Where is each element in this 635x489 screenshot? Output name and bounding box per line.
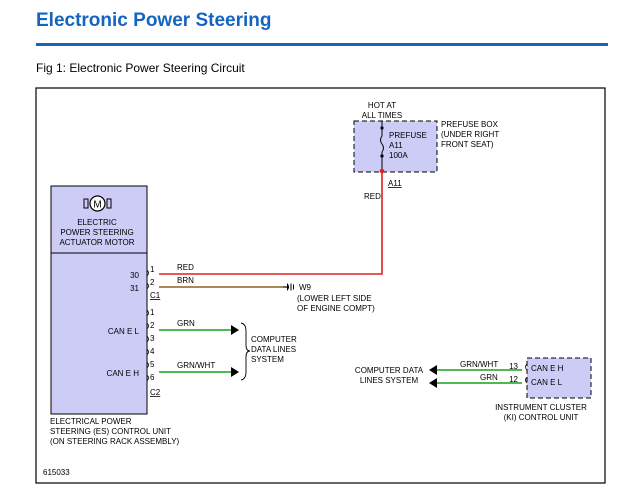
c1-connector-label: C1 xyxy=(150,291,161,300)
c2-pin-4: 4 xyxy=(150,347,155,356)
fuse-icon xyxy=(380,121,384,171)
c1-pin-1: 1 xyxy=(150,265,155,274)
c2-pin-5: 5 xyxy=(150,360,155,369)
figure-number: 615033 xyxy=(43,468,70,477)
arrow-can-h-icon xyxy=(231,367,239,377)
wire-cluster-can-l-label: GRN xyxy=(480,373,498,382)
control-unit-label-line-3: (ON STEERING RACK ASSEMBLY) xyxy=(50,437,180,446)
data-lines-left-line-2: DATA LINES xyxy=(251,345,296,354)
figure-caption: Fig 1: Electronic Power Steering Circuit xyxy=(36,61,245,75)
fuse-line-2: A11 xyxy=(389,141,403,150)
instrument-cluster-box xyxy=(526,357,592,399)
diagram-frame xyxy=(35,87,606,484)
can-e-l-label: CAN E L xyxy=(108,327,140,336)
cluster-can-e-l-label: CAN E L xyxy=(531,378,563,387)
connector-c2: 1 2 3 4 5 6 C2 xyxy=(146,308,161,397)
wire-can-h-label: GRN/WHT xyxy=(177,361,215,370)
c2-connector-label: C2 xyxy=(150,388,161,397)
data-lines-left-line-1: COMPUTER xyxy=(251,335,297,344)
arrow-can-l-icon xyxy=(231,325,239,335)
hot-label-line-2: ALL TIMES xyxy=(362,111,402,120)
data-lines-right-line-1: COMPUTER DATA xyxy=(355,366,424,375)
terminal-30-label: 30 xyxy=(130,271,139,280)
c2-pin-3: 3 xyxy=(150,334,155,343)
data-lines-left-line-3: SYSTEM xyxy=(251,355,284,364)
connector-c1: 1 2 C1 xyxy=(146,265,161,300)
arrow-cluster-can-h-icon xyxy=(429,365,437,375)
wire-cluster-can-h-label: GRN/WHT xyxy=(460,360,498,369)
data-lines-right-line-2: LINES SYSTEM xyxy=(360,376,419,385)
ground-icon xyxy=(283,283,294,291)
ground-location-line-2: OF ENGINE COMPT) xyxy=(297,304,375,313)
cluster-pin-12: 12 xyxy=(509,375,518,384)
wire-red xyxy=(159,171,383,275)
cluster-pin-13: 13 xyxy=(509,362,518,371)
cluster-pin-12-contact xyxy=(525,376,528,384)
fuse-line-1: PREFUSE xyxy=(389,131,427,140)
c2-pin-6: 6 xyxy=(150,373,155,382)
c2-pin-1: 1 xyxy=(150,308,155,317)
wire-can-l-label: GRN xyxy=(177,319,195,328)
ground-name: W9 xyxy=(299,283,312,292)
motor-label-line-3: ACTUATOR MOTOR xyxy=(59,238,134,247)
wire-brown-label: BRN xyxy=(177,276,194,285)
title-divider xyxy=(36,43,608,46)
prefuse-box-label-line-2: (UNDER RIGHT xyxy=(441,130,499,139)
data-lines-bracket xyxy=(240,322,251,381)
can-e-h-label: CAN E H xyxy=(107,369,140,378)
prefuse-output-node xyxy=(379,168,385,174)
hot-label-line-1: HOT AT xyxy=(368,101,396,110)
motor-label-line-1: ELECTRIC xyxy=(77,218,117,227)
control-unit-box xyxy=(50,185,148,415)
cluster-pin-13-contact xyxy=(525,363,528,371)
prefuse-box-label-line-3: FRONT SEAT) xyxy=(441,140,494,149)
control-unit-label-line-1: ELECTRICAL POWER xyxy=(50,417,132,426)
terminal-31-label: 31 xyxy=(130,284,139,293)
page-title: Electronic Power Steering xyxy=(36,10,272,31)
control-unit-label-line-2: STEERING (ES) CONTROL UNIT xyxy=(50,427,171,436)
prefuse-output-label: A11 xyxy=(388,179,402,188)
motor-symbol: M xyxy=(93,200,101,211)
c2-pin-2: 2 xyxy=(150,321,155,330)
fuse-line-3: 100A xyxy=(389,151,408,160)
wire-red-label: RED xyxy=(177,263,194,272)
instrument-cluster-label-line-1: INSTRUMENT CLUSTER xyxy=(495,403,587,412)
ground-location-line-1: (LOWER LEFT SIDE xyxy=(297,294,372,303)
wire-red-label-vertical: RED xyxy=(364,192,381,201)
instrument-cluster-label-line-2: (KI) CONTROL UNIT xyxy=(504,413,579,422)
prefuse-box-label-line-1: PREFUSE BOX xyxy=(441,120,499,129)
arrow-cluster-can-l-icon xyxy=(429,378,437,388)
motor-label-line-2: POWER STEERING xyxy=(60,228,133,237)
prefuse-box xyxy=(353,120,438,173)
motor-icon: M xyxy=(83,195,112,212)
c1-pin-2: 2 xyxy=(150,278,155,287)
cluster-can-e-h-label: CAN E H xyxy=(531,364,564,373)
